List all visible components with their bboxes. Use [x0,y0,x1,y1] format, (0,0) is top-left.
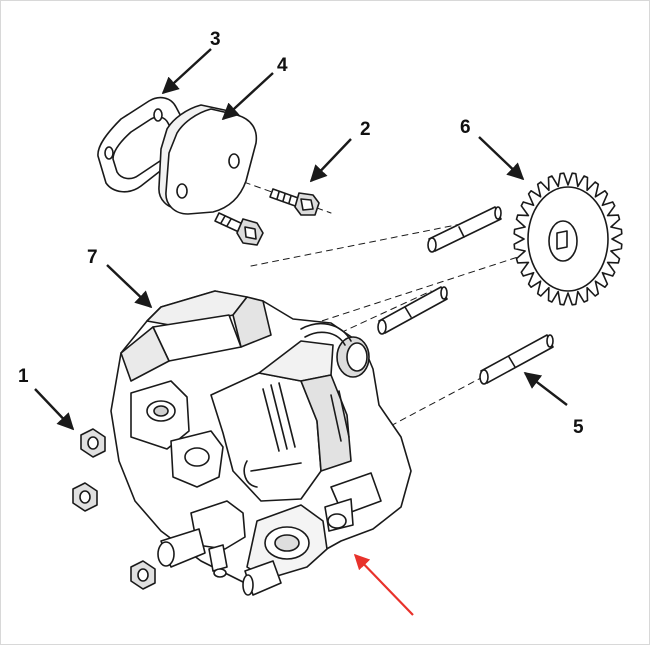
leader-arrow-1 [34,388,75,431]
leader-arrow-7 [106,264,153,309]
drive-gear [513,172,623,306]
callout-4: 4 [277,55,288,76]
callout-6: 6 [460,117,471,138]
stud-upper [427,206,502,253]
nut-middle [72,482,98,512]
callout-7: 7 [87,247,98,268]
leader-arrow-6 [478,136,525,181]
stud-lower [479,334,554,385]
highlight-arrow [353,553,414,616]
pump-body [110,290,412,596]
leader-arrow-2 [309,138,352,183]
nut-bottom [130,560,156,590]
nut-top [80,428,106,458]
bolt-upper [269,188,320,216]
cover-plate [158,104,258,215]
stud-middle [377,286,448,335]
leader-arrow-5 [523,371,568,406]
bolt-lower [214,212,264,246]
leader-arrow-4 [221,72,274,121]
callout-1: 1 [18,366,29,387]
callout-3: 3 [210,29,221,50]
callout-5: 5 [573,417,584,438]
leader-arrow-3 [161,48,212,95]
callout-2: 2 [360,119,371,140]
